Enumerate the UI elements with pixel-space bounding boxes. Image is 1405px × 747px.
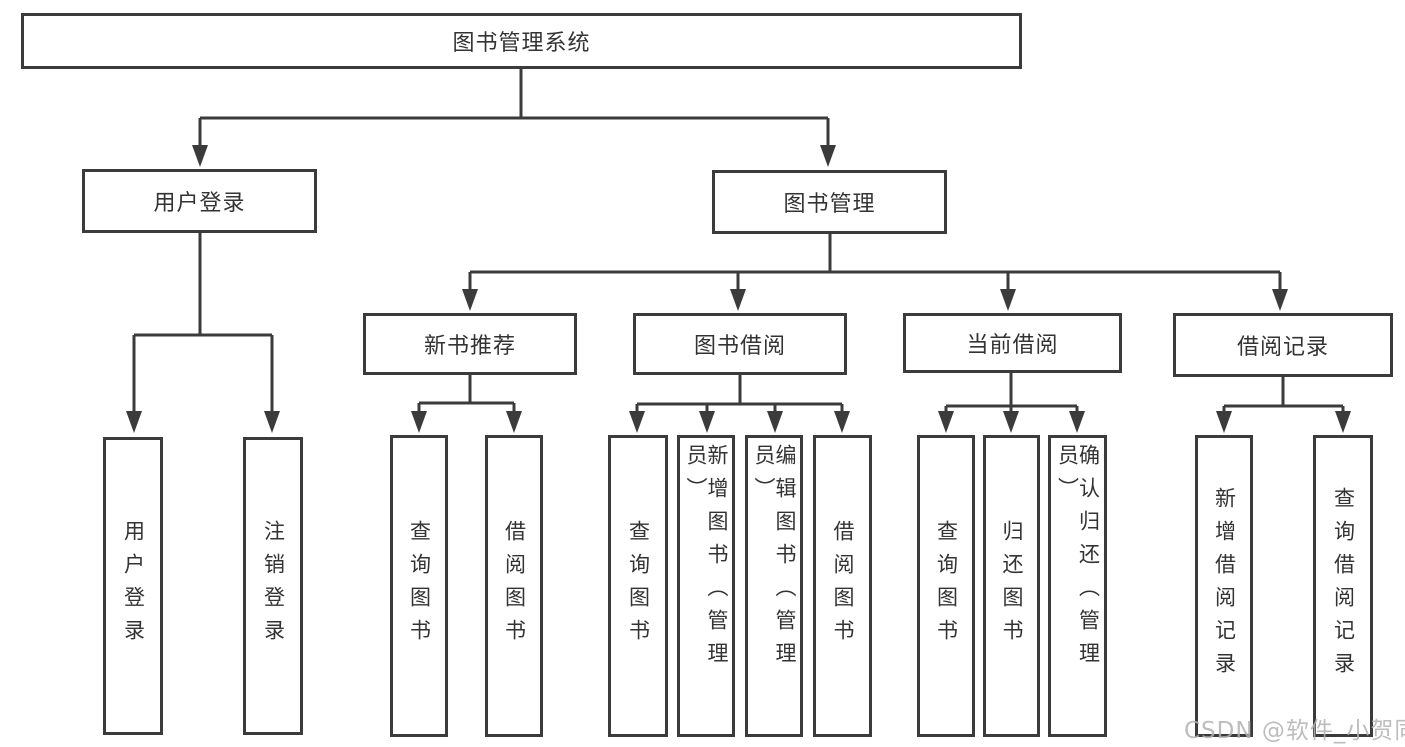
node-return-book-label: 归还图书	[1000, 520, 1024, 652]
node-edit-book-admin: 编辑图书（管理员）	[745, 435, 803, 737]
node-borrow-book-label: 借阅图书	[502, 520, 527, 652]
node-logout: 注销登录	[243, 437, 303, 735]
node-query-book: 查询图书	[917, 435, 975, 737]
node-root-label: 图书管理系统	[452, 31, 591, 56]
node-confirm-return-admin-label: 确认归还（管理员）	[1055, 444, 1101, 675]
node-root: 图书管理系统	[21, 13, 1022, 69]
node-query-book-label: 查询图书	[934, 520, 959, 652]
csdn-watermark: CSDN @软件_小贺同学	[1184, 718, 1405, 744]
node-borrow-book: 借阅图书	[485, 435, 543, 737]
node-user-login-label: 用户登录	[153, 191, 246, 216]
node-borrow-book: 借阅图书	[813, 435, 872, 737]
node-borrow-records: 借阅记录	[1173, 313, 1393, 377]
node-confirm-return-admin: 确认归还（管理员）	[1048, 435, 1107, 737]
connector-root	[198, 69, 830, 147]
connector-borrow-records	[1222, 377, 1345, 413]
node-query-borrow-record: 查询借阅记录	[1313, 435, 1373, 737]
node-user-login-leaf: 用户登录	[103, 437, 163, 735]
node-edit-book-admin-label: 编辑图书（管理员）	[752, 444, 797, 675]
connector-user-login	[132, 233, 274, 413]
node-book-management-label: 图书管理	[783, 192, 876, 217]
node-add-borrow-record-label: 新增借阅记录	[1212, 487, 1237, 685]
node-logout-label: 注销登录	[261, 520, 286, 652]
connector-current-borrow	[944, 373, 1079, 413]
connector-new-book-recommend	[417, 375, 516, 413]
connector-book-borrow	[635, 375, 844, 413]
node-add-book-admin-label: 新增图书（管理员）	[684, 444, 729, 675]
node-query-book: 查询图书	[608, 435, 668, 737]
node-current-borrow-label: 当前借阅	[966, 333, 1059, 358]
node-query-borrow-record-label: 查询借阅记录	[1331, 487, 1356, 685]
node-return-book: 归还图书	[983, 435, 1040, 737]
node-book-borrow: 图书借阅	[633, 313, 847, 375]
node-current-borrow: 当前借阅	[903, 313, 1122, 373]
node-query-book: 查询图书	[390, 435, 448, 737]
node-new-book-recommend-label: 新书推荐	[423, 334, 516, 359]
node-user-login-leaf-label: 用户登录	[121, 520, 146, 652]
connector-book-management	[468, 234, 1282, 291]
node-add-borrow-record: 新增借阅记录	[1195, 435, 1253, 737]
arrowheads	[126, 145, 1351, 433]
node-borrow-records-label: 借阅记录	[1236, 335, 1329, 360]
node-new-book-recommend: 新书推荐	[363, 313, 577, 375]
node-query-book-label: 查询图书	[407, 520, 432, 652]
node-user-login: 用户登录	[82, 169, 317, 233]
node-add-book-admin: 新增图书（管理员）	[677, 435, 735, 737]
node-book-management: 图书管理	[712, 170, 947, 234]
node-borrow-book-label: 借阅图书	[831, 520, 855, 652]
node-book-borrow-label: 图书借阅	[693, 334, 786, 359]
node-query-book-label: 查询图书	[626, 520, 651, 652]
